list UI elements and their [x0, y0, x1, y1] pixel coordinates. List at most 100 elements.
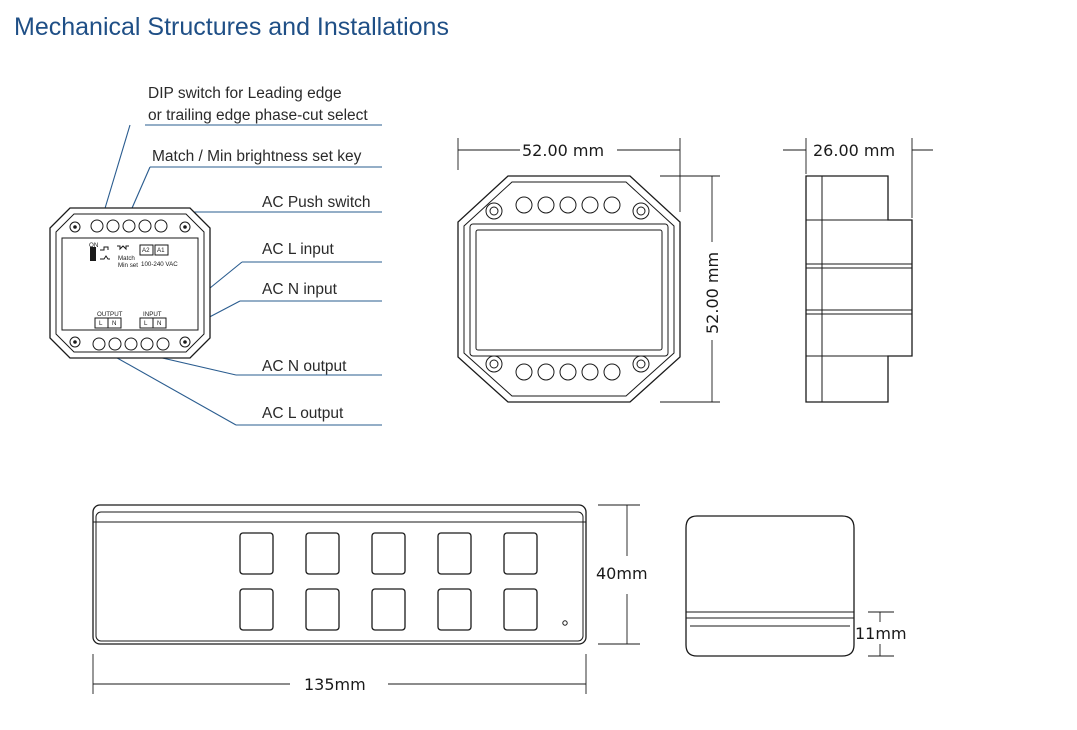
- leader-l-output: [102, 349, 237, 426]
- terminal-icon: [90, 219, 104, 233]
- module-top-window: [469, 223, 669, 357]
- panel-key-1: [239, 532, 274, 575]
- module-side-dimensions: 26.00 mm: [783, 138, 933, 218]
- terminal-icon: [515, 363, 533, 381]
- panel-key-5: [503, 532, 538, 575]
- screw-icon: [179, 336, 191, 348]
- panel-key-9: [437, 588, 472, 631]
- terminal-icon: [559, 363, 577, 381]
- screw-head-icon: [636, 359, 646, 369]
- in-n-label: N: [157, 320, 161, 327]
- terminal-icon: [515, 196, 533, 214]
- terminal-icon: [156, 337, 170, 351]
- screw-head-icon: [489, 359, 499, 369]
- terminal-icon: [124, 337, 138, 351]
- terminal-icon: [581, 196, 599, 214]
- terminal-icon: [537, 196, 555, 214]
- terminal-icon: [581, 363, 599, 381]
- callout-n-input: AC N input: [262, 281, 338, 298]
- panel-key-2: [305, 532, 340, 575]
- terminal-icon: [140, 337, 154, 351]
- screw-head-icon: [489, 206, 499, 216]
- terminal-icon: [122, 219, 136, 233]
- terminal-icon: [92, 337, 106, 351]
- panel-key-4: [437, 532, 472, 575]
- a2-box: [139, 244, 154, 256]
- output-label: OUTPUT: [97, 311, 123, 318]
- in-n-box: [152, 317, 167, 329]
- module-height-label: 52.00 mm: [703, 252, 722, 334]
- callout-labels: DIP switch for Leading edge or trailing …: [148, 85, 371, 422]
- remote-panel-dimensions: 40mm 135mm: [92, 504, 648, 694]
- screw-head-icon: [636, 206, 646, 216]
- panel-key-3: [371, 532, 406, 575]
- callout-dip-line2: or trailing edge phase-cut select: [148, 107, 368, 124]
- callout-match-key: Match / Min brightness set key: [152, 148, 362, 165]
- screw-icon: [69, 221, 81, 233]
- module-side-view: [805, 175, 913, 403]
- screw-icon: [485, 202, 503, 220]
- panel-side-dimensions: 11mm: [855, 611, 907, 657]
- leader-dip: [102, 124, 131, 216]
- callout-dip-line1: DIP switch for Leading edge: [148, 85, 342, 102]
- a1-label: A1: [157, 247, 165, 254]
- panel-key-6: [239, 588, 274, 631]
- panel-depth-label: 11mm: [855, 624, 907, 643]
- module-front-panel: [61, 237, 199, 331]
- screw-icon: [632, 355, 650, 373]
- terminal-icon: [603, 363, 621, 381]
- terminal-icon: [106, 219, 120, 233]
- screw-center-icon: [73, 225, 77, 229]
- out-l-label: L: [99, 320, 103, 327]
- dip-switch-icon: [90, 247, 96, 261]
- module-top-dimensions: 52.00 mm 52.00 mm: [457, 138, 722, 403]
- panel-key-8: [371, 588, 406, 631]
- panel-key-7: [305, 588, 340, 631]
- terminal-icon: [138, 219, 152, 233]
- screw-icon: [69, 336, 81, 348]
- module-front-outline: [49, 207, 211, 359]
- module-top-outline: [457, 175, 681, 403]
- terminal-icon: [537, 363, 555, 381]
- vac-label: 100-240 VAC: [141, 261, 178, 268]
- screw-center-icon: [73, 340, 77, 344]
- in-l-label: L: [144, 320, 148, 327]
- screw-icon: [485, 355, 503, 373]
- remote-panel-front-view: [92, 504, 587, 645]
- page-title: Mechanical Structures and Installations: [14, 13, 449, 41]
- a2-label: A2: [142, 247, 150, 254]
- callout-l-output: AC L output: [262, 405, 344, 422]
- callout-push-switch: AC Push switch: [262, 194, 371, 211]
- panel-length-label: 135mm: [304, 675, 366, 694]
- leader-match: [128, 166, 151, 216]
- panel-key-10: [503, 588, 538, 631]
- module-top-view: [457, 175, 681, 403]
- screw-icon: [179, 221, 191, 233]
- out-n-box: [107, 317, 122, 329]
- module-top-window-inner: [475, 229, 663, 351]
- callout-n-output: AC N output: [262, 358, 347, 375]
- dip-on-label: ON: [89, 242, 98, 249]
- callout-l-input: AC L input: [262, 241, 334, 258]
- terminal-icon: [559, 196, 577, 214]
- panel-side-outline: [685, 515, 855, 657]
- remote-panel-side-view: [685, 515, 855, 657]
- indicator-led-icon: [562, 620, 568, 626]
- panel-height-label: 40mm: [596, 564, 648, 583]
- match-label: Match: [118, 255, 135, 262]
- panel-front-inner: [95, 511, 584, 642]
- a1-box: [154, 244, 169, 256]
- module-front-view: ON Match Min set A2 A1 100-240 VAC OUTPU…: [49, 207, 211, 359]
- module-width-label: 52.00 mm: [522, 141, 604, 160]
- terminal-icon: [603, 196, 621, 214]
- key-symbol-icon: [117, 245, 129, 251]
- waveform-icon: [100, 246, 110, 260]
- screw-center-icon: [183, 225, 187, 229]
- min-set-label: Min set: [118, 262, 138, 269]
- terminal-icon: [108, 337, 122, 351]
- screw-center-icon: [183, 340, 187, 344]
- input-label: INPUT: [143, 311, 162, 318]
- out-n-label: N: [112, 320, 116, 327]
- screw-icon: [632, 202, 650, 220]
